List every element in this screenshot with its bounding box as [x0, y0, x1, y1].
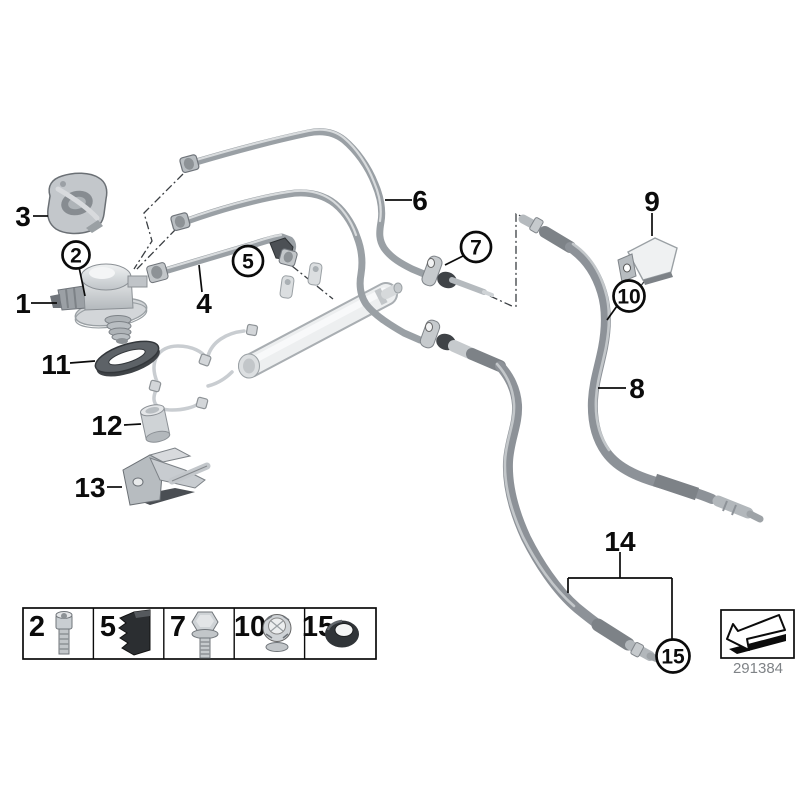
fuel-hose-8	[518, 214, 764, 523]
callout-3: 3	[15, 201, 31, 232]
hose-end-fitting	[712, 495, 754, 519]
spacer-sleeve-12	[139, 404, 171, 443]
high-pressure-pump-1	[50, 263, 148, 344]
sealing-gasket-11	[94, 340, 160, 377]
fuel-rail	[238, 262, 403, 379]
pump-to-rail-pipe-4	[146, 233, 298, 284]
high-pressure-pipe-lower	[170, 189, 424, 344]
support-bracket-13	[122, 447, 211, 506]
pump-outlet-port	[127, 275, 148, 288]
legend-number-7: 7	[170, 611, 186, 643]
callout-circle-15	[655, 638, 691, 674]
rail-mounting-tab	[279, 275, 295, 299]
callout-14: 14	[604, 526, 636, 557]
callout-12: 12	[91, 410, 122, 441]
rubber-damper-clip-icon	[118, 609, 151, 656]
clamp-nut-icon	[262, 614, 292, 652]
range-bracket-14	[567, 552, 673, 639]
callout-circle-5-label: 5	[242, 251, 254, 274]
callout-circle-5	[231, 244, 265, 278]
callout-6: 6	[412, 185, 428, 216]
pump-holder-3	[47, 172, 108, 235]
drawing-number: 291384	[733, 660, 783, 677]
callout-circle-2	[61, 240, 91, 270]
legend-table: 2 5 7 10 15	[22, 607, 377, 660]
callout-circle-10-label: 10	[617, 286, 640, 309]
rail-mounting-tab	[307, 262, 323, 286]
direction-arrow-icon	[726, 614, 786, 654]
callout-9: 9	[644, 186, 660, 217]
callout-circle-10	[612, 279, 646, 313]
pipe-union-nut	[278, 248, 298, 267]
legend-number-10: 10	[234, 611, 266, 643]
pump-electrical-connector	[57, 285, 87, 311]
high-pressure-pipe-upper	[179, 128, 428, 278]
hose-crimp-sleeve	[652, 473, 700, 501]
callout-13: 13	[74, 472, 105, 503]
leader-lines	[31, 199, 673, 639]
pipe-union-nut	[179, 154, 200, 174]
socket-head-bolt-icon	[55, 611, 73, 655]
callout-circle-7-label: 7	[470, 237, 482, 260]
seal-ring-icon	[325, 619, 359, 648]
hose-crimp-sleeve	[591, 618, 635, 651]
hex-flange-bolt-icon	[191, 611, 219, 659]
callout-8: 8	[629, 373, 645, 404]
reference-box	[720, 609, 795, 659]
legend-number-2: 2	[29, 611, 45, 643]
pipe-union-nut	[170, 212, 191, 232]
pipe-union-nut	[146, 262, 169, 284]
callout-circle-7	[459, 230, 493, 264]
fuel-feed-hose-14	[448, 340, 664, 664]
pump-thread-stub	[104, 315, 132, 344]
clamp-bolt	[449, 277, 487, 295]
injector-pipes-harness	[148, 323, 259, 412]
callout-1: 1	[15, 288, 31, 319]
callout-11: 11	[41, 349, 71, 380]
pipe-clamp-bracket-upper	[421, 255, 494, 297]
holder-bracket-9	[617, 237, 678, 285]
callout-4: 4	[196, 288, 212, 319]
legend-number-5: 5	[100, 611, 116, 643]
callout-circle-15-label: 15	[661, 646, 685, 669]
callout-circle-2-label: 2	[70, 245, 82, 268]
